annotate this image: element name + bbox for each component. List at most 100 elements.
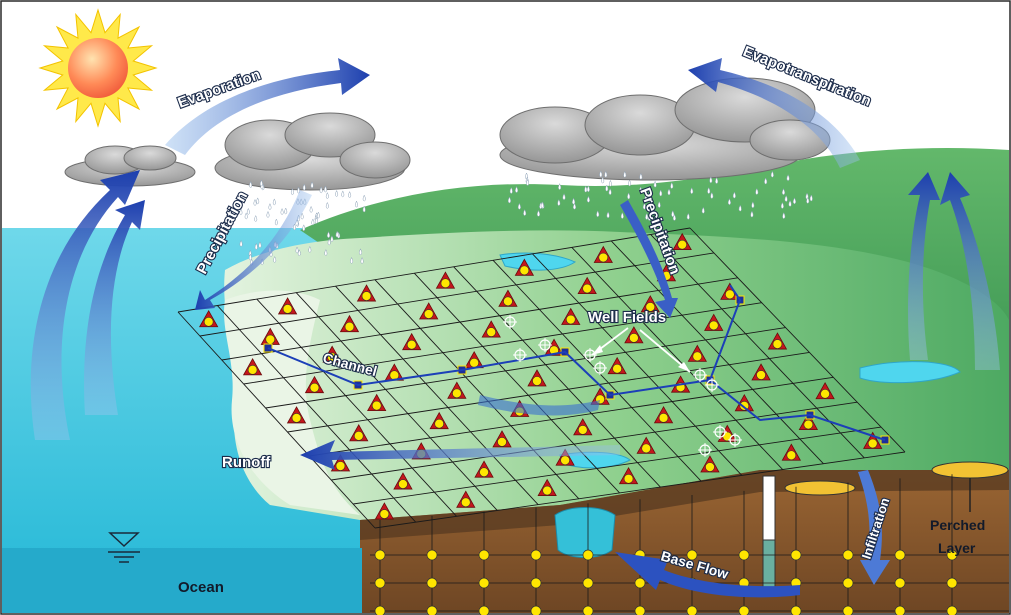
soil-node [530, 549, 542, 561]
rain-drop [284, 207, 288, 215]
soil-node [634, 577, 646, 589]
rain-drop [628, 179, 632, 187]
grid-node [379, 509, 390, 519]
rain-drop [710, 191, 714, 199]
soil-node [582, 605, 594, 615]
rain-drop [644, 194, 648, 202]
grid-node [353, 431, 364, 441]
soil-node [530, 577, 542, 589]
rain-drop [290, 188, 294, 195]
rain-drop [323, 185, 327, 193]
rain-drop [782, 188, 786, 195]
rain-drop [325, 192, 329, 199]
soil-node [530, 605, 542, 615]
rain-drop [604, 170, 608, 178]
soil-node [478, 605, 490, 615]
rain-drop [341, 190, 345, 198]
rain-drop [645, 212, 649, 220]
rain-drop [780, 201, 784, 209]
grid-node [282, 304, 293, 314]
soil-node [634, 605, 646, 615]
grid-node [577, 425, 588, 435]
rain-drop [786, 174, 790, 181]
rain-drop [244, 212, 248, 220]
rain-drop [672, 213, 676, 221]
base-flow-arrow [615, 552, 800, 598]
soil-node [374, 577, 386, 589]
grid-node [612, 363, 622, 374]
rain-drop [599, 170, 603, 178]
grid-node [309, 382, 320, 393]
rain-drop [738, 204, 742, 212]
grid-line [287, 351, 810, 433]
rain-drop [248, 253, 252, 261]
grid-node [565, 314, 576, 325]
rain-drop [715, 177, 719, 184]
rain-drop [686, 212, 690, 220]
soil-node [374, 605, 386, 615]
rain-drop [809, 194, 813, 202]
rain-drop [295, 246, 299, 254]
rain-drop [627, 192, 631, 200]
soil-node [686, 549, 698, 561]
soil-node [842, 549, 854, 561]
grid-line [309, 376, 834, 457]
rain-drop [792, 197, 796, 205]
grid-line [374, 279, 580, 500]
rain-drop [268, 203, 272, 210]
rain-drop [348, 191, 352, 198]
grid-node [867, 438, 878, 449]
rain-drop [509, 186, 513, 194]
grid-node [658, 413, 669, 423]
grid-node [440, 278, 451, 289]
grid-line [177, 311, 376, 529]
grid-node [677, 239, 688, 250]
rain-drop [254, 242, 258, 250]
grid-node [820, 388, 830, 399]
rain-drop [671, 210, 675, 218]
grid-line [413, 272, 620, 494]
rain-drop [272, 198, 276, 206]
rain-drop [653, 180, 657, 188]
rain-drop [701, 206, 705, 214]
soil-node [790, 549, 802, 561]
rain-drop [300, 212, 304, 220]
rain-drop [642, 202, 646, 210]
channel-line-lower [709, 379, 886, 441]
grid-node [460, 497, 471, 508]
rain-drop [573, 202, 577, 210]
rain-drop [639, 172, 643, 180]
grid-node [452, 388, 462, 399]
rain-drop [335, 230, 339, 238]
grid-line [243, 302, 762, 385]
rain-drop [526, 178, 530, 186]
rain-drop [266, 210, 270, 218]
grid-line [610, 240, 824, 465]
runoff-arrow [300, 440, 620, 470]
grid-node [503, 296, 513, 307]
grid-node [423, 309, 434, 319]
rain-drop [314, 216, 318, 224]
perched-lens-left [784, 480, 856, 496]
rain-drop [316, 211, 320, 219]
perched-lens-right [931, 461, 1009, 479]
rain-drop [596, 210, 600, 218]
grid-node [247, 365, 258, 375]
soil-node [478, 549, 490, 561]
rain-drop [586, 195, 590, 203]
grid-node [623, 473, 634, 484]
rain-drop [770, 170, 774, 178]
label-perched-line1: Perched [930, 517, 985, 533]
rain-drop [302, 183, 306, 191]
rain-drop [584, 185, 588, 193]
rain-drop [335, 189, 339, 197]
rain-drop [788, 199, 792, 207]
evapotranspiration-arrows [688, 58, 1000, 370]
rain-drop [806, 196, 810, 204]
rain-drop [259, 179, 263, 187]
label-perched-line2: Layer [938, 540, 976, 556]
rain-drop [258, 241, 262, 249]
grid-line [353, 426, 882, 505]
grid-line [331, 401, 858, 481]
